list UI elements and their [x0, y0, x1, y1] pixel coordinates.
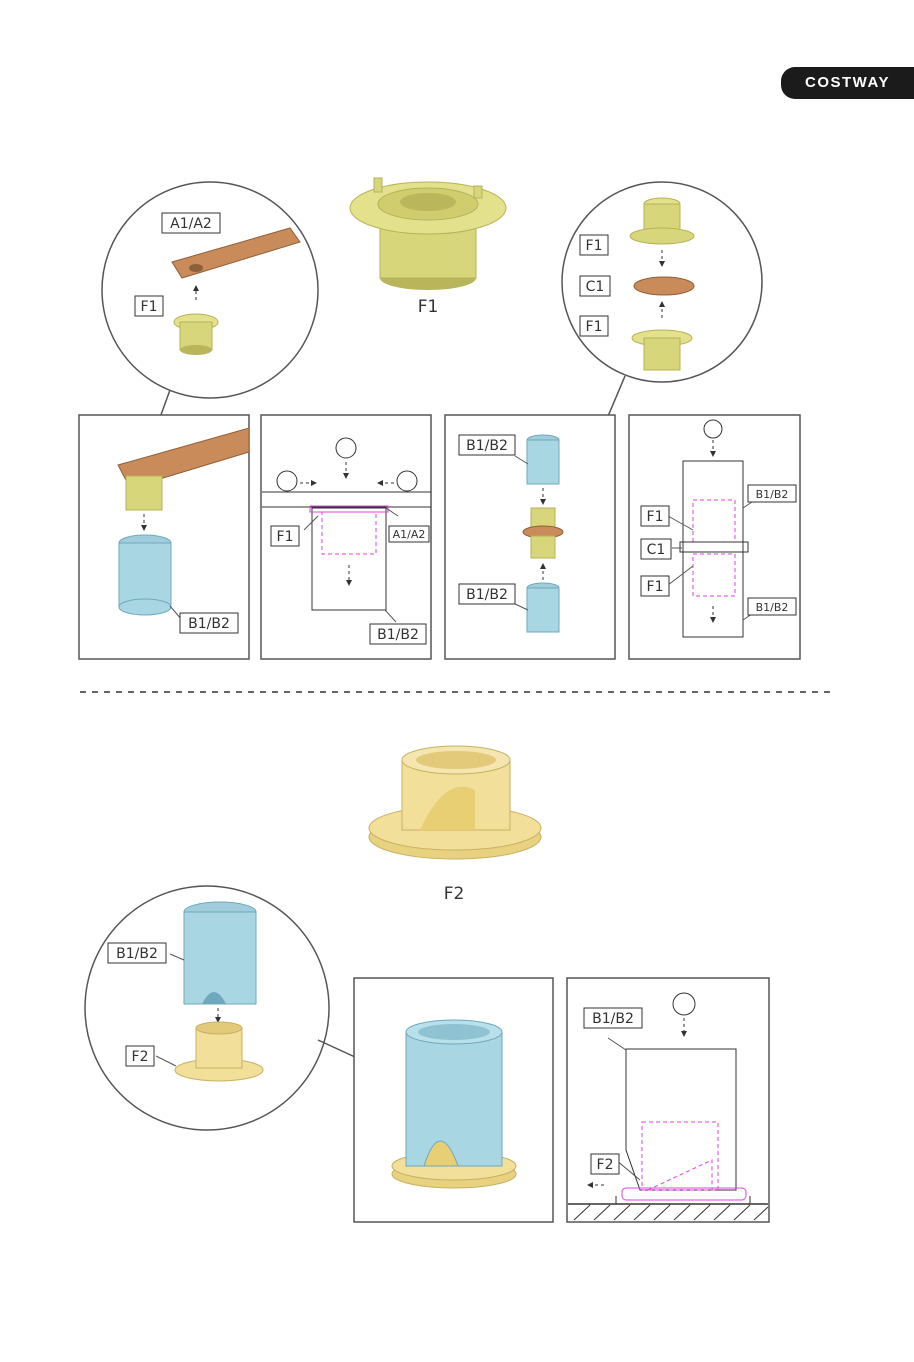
label-f1-zoom-right-top: F1 — [580, 235, 608, 255]
svg-text:A1/A2: A1/A2 — [170, 216, 212, 232]
svg-text:B1/B2: B1/B2 — [466, 587, 508, 603]
label-a1a2-zoom: A1/A2 — [162, 213, 220, 233]
label-f1-panel2: F1 — [271, 526, 299, 546]
label-f1-panel4-top: F1 — [641, 506, 669, 526]
label-b1b2-panel2: B1/B2 — [370, 624, 426, 644]
svg-text:B1/B2: B1/B2 — [756, 601, 789, 614]
svg-text:F1: F1 — [647, 509, 664, 525]
f2-part-illustration — [369, 746, 541, 859]
svg-text:B1/B2: B1/B2 — [116, 946, 158, 962]
svg-text:F1: F1 — [586, 319, 603, 335]
step-panel-4 — [629, 415, 800, 659]
label-c1-panel4: C1 — [641, 539, 671, 559]
svg-text:F2: F2 — [597, 1157, 614, 1173]
svg-text:F1: F1 — [647, 579, 664, 595]
label-b1b2-panel3-top: B1/B2 — [459, 435, 515, 455]
step-panel-5 — [354, 978, 553, 1222]
svg-text:A1/A2: A1/A2 — [393, 528, 426, 541]
label-b1b2-panel1: B1/B2 — [180, 613, 238, 633]
svg-text:F1: F1 — [586, 238, 603, 254]
label-b1b2-panel4-bottom: B1/B2 — [748, 598, 796, 615]
label-c1-zoom-right: C1 — [580, 276, 610, 296]
svg-text:B1/B2: B1/B2 — [756, 488, 789, 501]
label-a1a2-panel2: A1/A2 — [389, 526, 429, 542]
label-f2-panel6: F2 — [591, 1154, 619, 1174]
svg-text:C1: C1 — [586, 279, 605, 295]
f2-caption: F2 — [444, 884, 465, 904]
label-f1-zoom-right-bottom: F1 — [580, 316, 608, 336]
svg-text:B1/B2: B1/B2 — [377, 627, 419, 643]
f1-caption: F1 — [418, 297, 439, 317]
svg-text:F2: F2 — [132, 1049, 149, 1065]
f1-part-illustration — [350, 178, 506, 290]
label-b1b2-panel3-bottom: B1/B2 — [459, 584, 515, 604]
svg-text:B1/B2: B1/B2 — [466, 438, 508, 454]
svg-text:C1: C1 — [647, 542, 666, 558]
svg-text:F1: F1 — [277, 529, 294, 545]
svg-text:B1/B2: B1/B2 — [188, 616, 230, 632]
label-b1b2-panel4-top: B1/B2 — [748, 485, 796, 502]
label-f2-zoom-bottom: F2 — [126, 1046, 154, 1066]
label-f1-zoom-left: F1 — [135, 296, 163, 316]
label-b1b2-zoom-bottom: B1/B2 — [108, 943, 166, 963]
label-f1-panel4-bottom: F1 — [641, 576, 669, 596]
svg-text:B1/B2: B1/B2 — [592, 1011, 634, 1027]
label-b1b2-panel6: B1/B2 — [584, 1008, 642, 1028]
svg-text:F1: F1 — [141, 299, 158, 315]
